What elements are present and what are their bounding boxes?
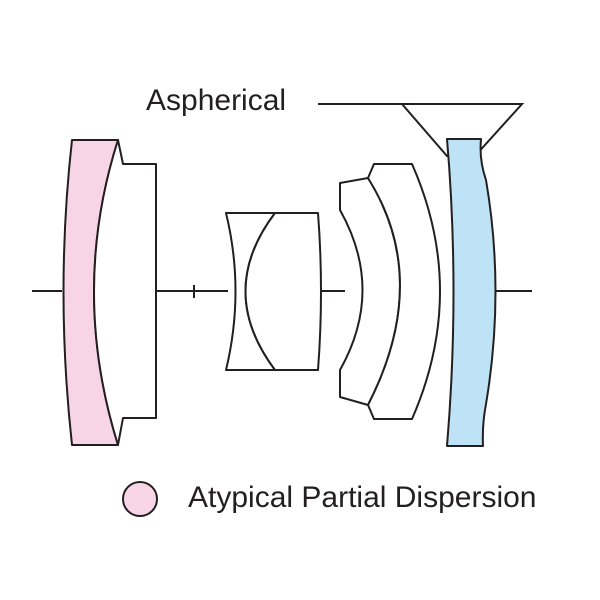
lens-element-7-aspherical [446, 138, 497, 447]
aspherical-label: Aspherical [146, 84, 287, 117]
aspherical-callout [318, 103, 525, 157]
legend-swatch [122, 481, 158, 517]
lens-element-6 [367, 163, 441, 420]
legend-label: Atypical Partial Dispersion [188, 481, 537, 514]
lens-element-4 [244, 212, 322, 371]
lens-element-2 [93, 139, 157, 446]
